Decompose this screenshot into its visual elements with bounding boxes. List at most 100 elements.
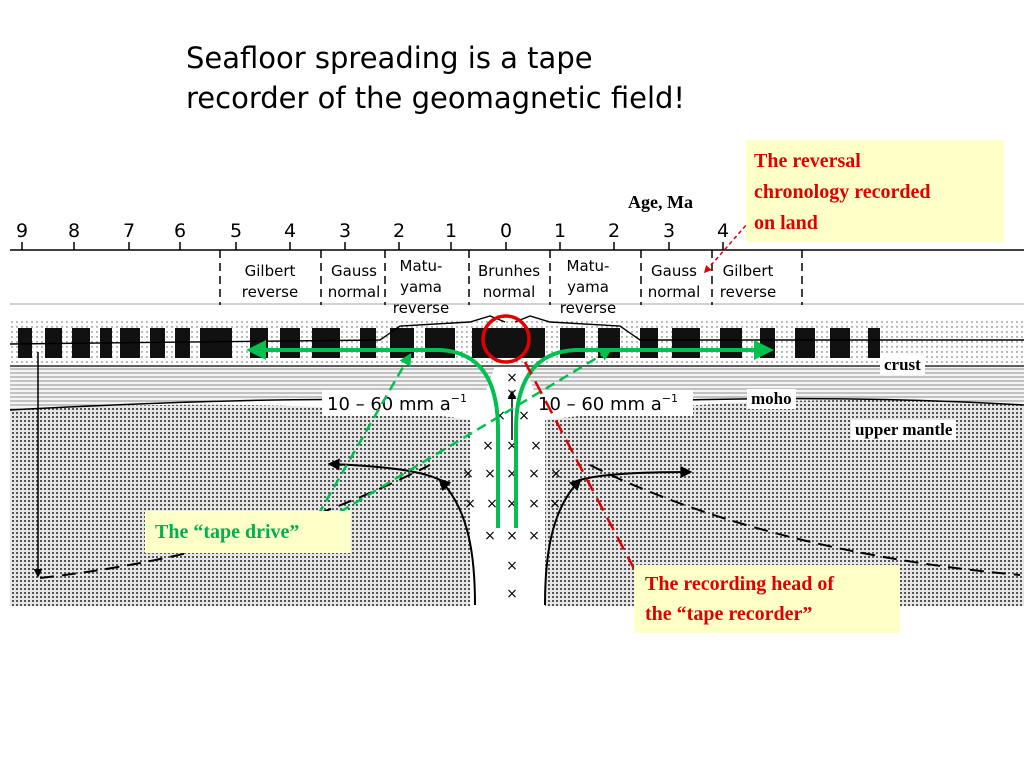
normal-polarity-stripe (560, 328, 585, 358)
upwelling-x-mark: × (484, 466, 496, 482)
age-tick-label: 3 (663, 220, 675, 242)
upwelling-x-mark: × (486, 496, 498, 512)
moho-label: moho (747, 389, 796, 409)
epoch-label-line: Gauss (331, 262, 377, 280)
age-tick-label: 8 (68, 220, 80, 242)
normal-polarity-stripe (360, 328, 376, 358)
upwelling-x-mark: × (484, 528, 496, 544)
epoch-label-line: Gauss (651, 262, 697, 280)
age-tick-label: 1 (554, 220, 566, 242)
upper-mantle-layer-right (545, 400, 1024, 606)
age-tick-label: 7 (123, 220, 135, 242)
rate-label-right-bg (533, 390, 693, 416)
epoch-label-line: Brunhes (478, 262, 540, 280)
upwelling-x-mark: × (550, 466, 562, 482)
title-line-2: recorder of the geomagnetic field! (186, 81, 686, 115)
normal-polarity-stripe (760, 328, 775, 358)
age-tick-label: 5 (230, 220, 242, 242)
seafloor-top-left (9, 315, 506, 345)
upwelling-x-mark: × (530, 438, 542, 454)
epoch-label-line: normal (328, 283, 381, 301)
age-tick-label: 1 (445, 220, 457, 242)
upwelling-x-mark: × (464, 496, 476, 512)
age-tick-label: 4 (717, 220, 729, 242)
epoch-labels: Gilbert reverse Gauss normal Matu-yama revers… (242, 257, 776, 317)
upwelling-x-mark: × (549, 496, 561, 512)
normal-polarity-stripe (250, 328, 268, 358)
recording-head-pointer (523, 361, 642, 581)
epoch-label-line: normal (483, 283, 536, 301)
normal-polarity-stripe (868, 328, 880, 358)
age-tick-label: 3 (339, 220, 351, 242)
lithosphere-base-right (589, 464, 1021, 576)
epoch-label-line: reverse (720, 283, 776, 301)
normal-polarity-stripe (598, 328, 620, 358)
upwelling-x-mark: × (506, 438, 518, 454)
upwelling-x-mark: × (528, 496, 540, 512)
rate-label-right: 10 – 60 mm a−1 (538, 392, 678, 415)
epoch-label-line: Gilbert (723, 262, 774, 280)
upwelling-x-mark: × (506, 586, 518, 602)
normal-polarity-stripe (312, 328, 340, 358)
normal-polarity-stripe (720, 328, 742, 358)
normal-polarity-stripe (175, 328, 190, 358)
normal-polarity-stripe (830, 328, 850, 358)
reversal-callout-line-3: on land (754, 212, 818, 234)
epoch-label-line: Gilbert (245, 262, 296, 280)
reversal-callout-line-1: The reversal (754, 150, 861, 172)
tape-drive-callout: The “tape drive” (145, 511, 351, 553)
upwelling-x-mark: × (506, 466, 518, 482)
recording-head-line-2: the “tape recorder” (645, 603, 813, 625)
recording-head-circle (481, 314, 531, 364)
tape-drive-pointer-1 (316, 352, 412, 516)
epoch-label-line: reverse (393, 299, 449, 317)
mantle-flow-arrow-left (438, 478, 476, 606)
reversal-pointer (704, 214, 756, 274)
normal-polarity-stripe (200, 328, 232, 358)
upwelling-x-mark: × (518, 408, 530, 424)
reversal-callout-line-2: chronology recorded (754, 181, 931, 203)
upwelling-x-mark: × (494, 408, 506, 424)
slide-title: Seafloor spreading is a tape recorder of… (186, 38, 786, 118)
epoch-label-line: yama (400, 278, 442, 296)
upper-mantle-layer (10, 404, 470, 606)
age-tick-label: 4 (284, 220, 296, 242)
normal-polarity-stripe (425, 328, 455, 358)
normal-polarity-stripe (280, 328, 300, 358)
epoch-label-line: Matu- (400, 257, 443, 275)
age-tick-label: 6 (174, 220, 186, 242)
normal-polarity-stripe (18, 328, 32, 358)
plate-motion-arrow-right (579, 466, 693, 481)
upwelling-marks: ×××××××××××××××××××××× (462, 370, 562, 602)
normal-polarity-stripe (672, 328, 700, 358)
epoch-label-line: reverse (560, 299, 616, 317)
recording-head-callout: The recording head of the “tape recorder… (634, 565, 900, 633)
epoch-label-line: normal (648, 283, 701, 301)
normal-polarity-stripe (795, 328, 815, 358)
epoch-label-line: reverse (242, 283, 298, 301)
upwelling-x-mark: × (506, 370, 518, 386)
rate-label-left: 10 – 60 mm a−1 (327, 392, 467, 415)
age-tick-label: 2 (608, 220, 620, 242)
mantle-flow-arrow-right (544, 478, 582, 606)
age-tick-label: 0 (500, 220, 512, 242)
recording-head-line-1: The recording head of (645, 573, 835, 595)
upwelling-x-mark: × (506, 386, 518, 402)
rate-exponent-left: −1 (451, 392, 467, 405)
upwelling-x-mark: × (506, 528, 518, 544)
reversal-chronology-callout: The reversal chronology recorded on land (746, 140, 1004, 242)
epoch-dividers (219, 250, 803, 305)
tape-drive-left (246, 340, 500, 528)
title-line-1: Seafloor spreading is a tape (186, 41, 593, 75)
age-tick-label: 9 (16, 220, 28, 242)
tape-drive-pointer-2 (339, 348, 613, 514)
epoch-label-line: Matu- (567, 257, 610, 275)
upwelling-x-mark: × (506, 558, 518, 574)
upwelling-x-mark: × (462, 466, 474, 482)
upwelling-x-mark: × (506, 496, 518, 512)
rate-exponent-right: −1 (662, 392, 678, 405)
age-tick-label: 2 (393, 220, 405, 242)
upwelling-x-mark: × (528, 466, 540, 482)
upper-mantle-label: upper mantle (851, 420, 957, 440)
